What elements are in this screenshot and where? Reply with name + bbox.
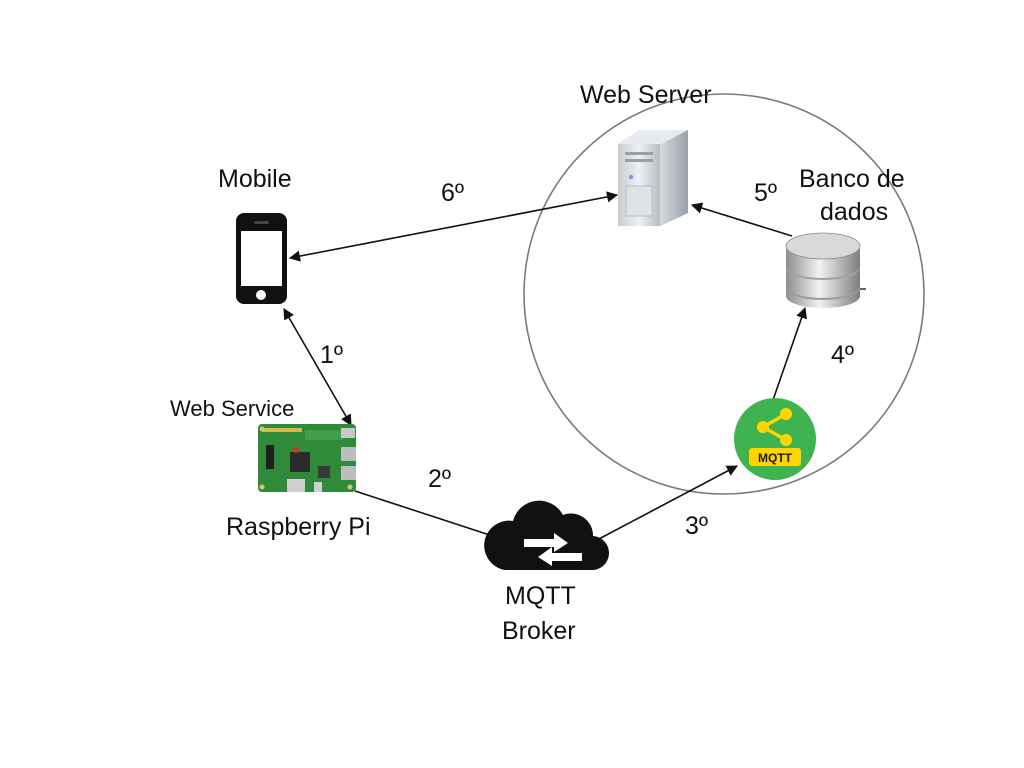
- arrow-step-5: [690, 202, 793, 237]
- step-5-label: 5º: [754, 179, 778, 207]
- web-server-label: Web Server: [580, 81, 712, 109]
- mqtt-share-icon: [734, 398, 816, 480]
- arrow-step-6: [288, 191, 619, 262]
- arrow-step-2: [354, 490, 507, 543]
- step-1-label: 1º: [320, 341, 344, 369]
- database-icon: [785, 232, 866, 308]
- web-server-boundary: [523, 93, 925, 495]
- step-3-label: 3º: [685, 512, 709, 540]
- step-6-label: 6º: [441, 179, 465, 207]
- smartphone-icon: [236, 213, 287, 304]
- mqtt-broker-label-line-2: Broker: [502, 617, 576, 645]
- step-4-label: 4º: [831, 341, 855, 369]
- cloud-exchange-icon: [484, 500, 610, 571]
- arrow-step-4: [772, 306, 807, 401]
- mqtt-badge-text: MQTT: [758, 451, 793, 465]
- arrow-step-3: [596, 465, 738, 541]
- raspberry-pi-label: Raspberry Pi: [226, 513, 371, 541]
- database-label-line-1: Banco de: [799, 165, 905, 193]
- arrow-step-1: [283, 308, 352, 426]
- mqtt-broker-label-line-1: MQTT: [505, 582, 576, 610]
- server-tower-icon: [618, 130, 688, 226]
- mobile-label: Mobile: [218, 165, 292, 193]
- web-service-label: Web Service: [170, 396, 295, 421]
- raspberry-pi-board-icon: [258, 424, 356, 492]
- step-2-label: 2º: [428, 465, 452, 493]
- database-label-line-2: dados: [820, 198, 889, 226]
